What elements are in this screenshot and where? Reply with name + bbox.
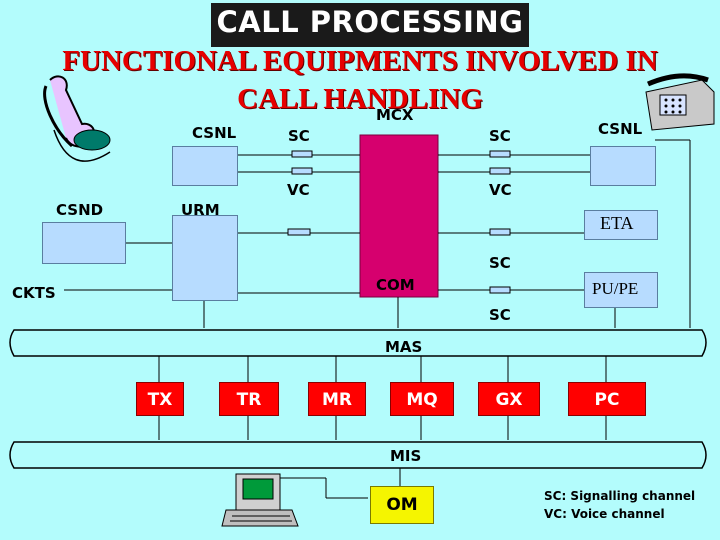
module-mr: MR <box>308 382 366 416</box>
vc-right-label: VC <box>489 181 512 199</box>
urm-marker <box>287 228 311 236</box>
mcx-label: MCX <box>376 106 414 124</box>
telephone-handset-icon <box>43 75 111 162</box>
legend-vc: VC: Voice channel <box>544 507 665 521</box>
urm-block <box>172 215 238 301</box>
om-label: OM <box>386 495 418 515</box>
desk-telephone-icon <box>645 73 715 131</box>
vc-marker-right <box>489 167 511 175</box>
urm-label: URM <box>181 201 220 219</box>
mcx-block <box>359 134 439 298</box>
mas-label: MAS <box>385 338 423 356</box>
csnl-right-label: CSNL <box>598 120 643 138</box>
csnl-right-block <box>590 146 656 186</box>
vc-marker-left <box>291 167 313 175</box>
csnl-left-block <box>172 146 238 186</box>
page-subtitle: FUNCTIONAL EQUIPMENTS INVOLVED IN CALL H… <box>62 45 658 115</box>
ckts-label: CKTS <box>12 284 56 302</box>
module-tx: TX <box>136 382 184 416</box>
mis-bus <box>9 441 707 469</box>
eta-label: ETA <box>600 213 634 233</box>
module-tr: TR <box>219 382 279 416</box>
page-title: CALL PROCESSING <box>216 5 524 39</box>
sc-marker-right <box>489 150 511 158</box>
vc-left-label: VC <box>287 181 310 199</box>
legend-sc: SC: Signalling channel <box>544 489 696 503</box>
sc-marker-left <box>291 150 313 158</box>
module-mr-label: MR <box>321 390 352 410</box>
sc-lower-label: SC <box>489 306 511 324</box>
pupe-marker <box>489 286 511 294</box>
csnd-label: CSND <box>56 201 104 219</box>
om-block: OM <box>370 486 434 524</box>
title-box <box>211 3 529 47</box>
module-tx-label: TX <box>147 390 173 410</box>
sc-left-label: SC <box>288 127 310 145</box>
pupe-block <box>584 272 658 308</box>
sc-right-label: SC <box>489 127 511 145</box>
pupe-label: PU/PE <box>592 279 639 298</box>
module-pc: PC <box>568 382 646 416</box>
module-gx: GX <box>478 382 540 416</box>
module-mq-label: MQ <box>406 390 438 410</box>
sc-mid-label: SC <box>489 254 511 272</box>
module-gx-label: GX <box>495 390 523 410</box>
mas-bus <box>9 329 707 357</box>
mis-label: MIS <box>390 447 422 465</box>
eta-block <box>584 210 658 240</box>
com-label: COM <box>376 276 415 294</box>
module-pc-label: PC <box>594 390 620 410</box>
csnl-left-label: CSNL <box>192 124 237 142</box>
computer-terminal-icon <box>221 473 368 527</box>
module-tr-label: TR <box>236 390 262 410</box>
module-mq: MQ <box>390 382 454 416</box>
csnd-block <box>42 222 126 264</box>
eta-marker <box>489 228 511 236</box>
